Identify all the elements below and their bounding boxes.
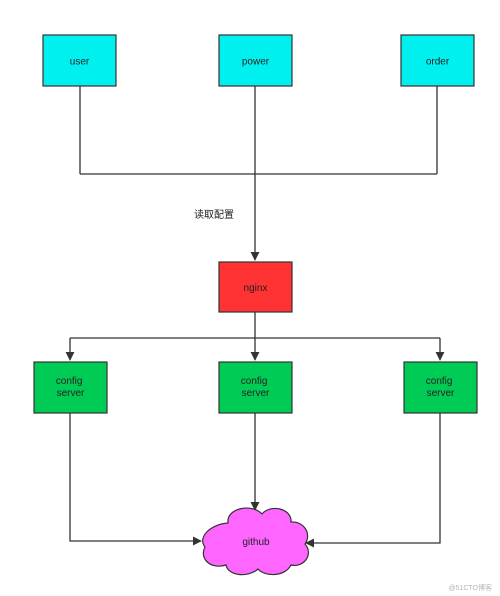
node-config-server-2: config server (218, 361, 293, 414)
power-label: power (242, 57, 270, 68)
node-power: power (218, 34, 293, 87)
order-box (400, 34, 475, 87)
nginx-label: nginx (244, 283, 268, 294)
nginx-box (218, 261, 293, 313)
config-server-2-line2: server (242, 388, 270, 399)
config-server-1-label: config server (56, 376, 85, 399)
node-user: user (42, 34, 117, 87)
config-server-2-line1: config (241, 376, 268, 387)
config-server-3-line1: config (426, 376, 453, 387)
user-box (42, 34, 117, 87)
power-box (218, 34, 293, 87)
node-nginx: nginx (218, 261, 293, 313)
node-config-server-3: config server (403, 361, 478, 414)
watermark-text: @51CTO博客 (448, 583, 492, 592)
config3-to-github-arrow (305, 413, 441, 548)
node-config-server-1: config server (33, 361, 108, 414)
config-server-2-box (218, 361, 293, 414)
config-server-1-line2: server (57, 388, 85, 399)
config-server-3-label: config server (426, 376, 455, 399)
node-order: order (400, 34, 475, 87)
client-connectors (79, 86, 438, 261)
nginx-connectors (65, 312, 445, 361)
config-server-1-box (33, 361, 108, 414)
github-connectors (69, 413, 441, 548)
github-cloud-shape (202, 507, 310, 576)
github-label: github (242, 537, 270, 548)
order-label: order (426, 57, 450, 68)
config-server-3-box (403, 361, 478, 414)
config-server-1-line1: config (56, 376, 83, 387)
user-label: user (70, 57, 90, 68)
config-server-2-label: config server (241, 376, 270, 399)
config-server-3-line2: server (427, 388, 455, 399)
read-config-label: 读取配置 (194, 208, 234, 221)
node-github: github (202, 507, 310, 576)
config1-to-github-arrow (69, 413, 202, 546)
